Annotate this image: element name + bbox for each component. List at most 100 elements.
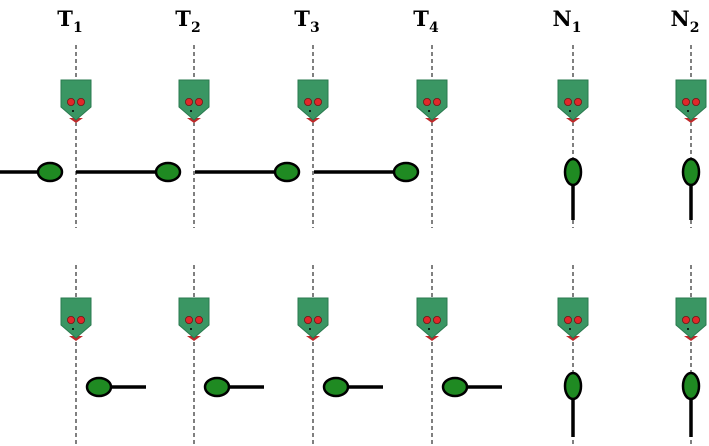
head-eye-right (574, 98, 583, 107)
head-eye-right (313, 315, 322, 324)
head-eye-left (67, 315, 76, 324)
head-eye-left (422, 98, 431, 107)
head (178, 79, 210, 123)
head (557, 79, 589, 123)
head-mark (687, 110, 689, 112)
head-body (297, 79, 329, 121)
ball (36, 161, 64, 183)
head-eye-left (682, 98, 691, 107)
head-body (60, 297, 92, 339)
column-label-letter: T (57, 6, 73, 31)
ball-sticks (0, 157, 701, 437)
head-eye-left (564, 98, 573, 107)
head-body (675, 79, 707, 121)
head-eye-right (432, 315, 441, 324)
head-body (557, 79, 589, 121)
column-label-t1: T1 (57, 6, 82, 36)
head (60, 297, 92, 341)
ball-stick-horizontal (322, 376, 383, 398)
column-label-t4: T4 (413, 6, 439, 36)
ball-stick-horizontal (0, 161, 64, 183)
column-label-t3: T3 (294, 6, 319, 36)
ball (273, 161, 301, 183)
head-body (297, 297, 329, 339)
ball (392, 161, 420, 183)
column-label-subscript: 3 (310, 20, 320, 36)
head-eye-left (67, 98, 76, 107)
head-eye-right (432, 98, 441, 107)
column-label-letter: T (294, 6, 310, 31)
column-label-letter: N (671, 6, 690, 31)
column-label-letter: N (553, 6, 572, 31)
head (178, 297, 210, 341)
head-body (178, 297, 210, 339)
head-eye-right (77, 98, 86, 107)
ball-stick-horizontal (314, 161, 420, 183)
ball-stick-horizontal (203, 376, 264, 398)
head (557, 297, 589, 341)
head-mark (190, 110, 192, 112)
ball-stick-vertical (681, 157, 701, 220)
ball-stick-horizontal (76, 161, 182, 183)
head-eye-left (303, 98, 312, 107)
head-eye-right (194, 98, 203, 107)
head (416, 297, 448, 341)
ball-stick-horizontal (85, 376, 146, 398)
head-mark (428, 328, 430, 330)
ball (85, 376, 113, 398)
ball (563, 157, 583, 187)
guide-lines (75, 45, 692, 446)
head (60, 79, 92, 123)
head-mark (190, 328, 192, 330)
ball-stick-horizontal (195, 161, 301, 183)
head (297, 297, 329, 341)
ball (681, 371, 701, 401)
head-eye-right (574, 315, 583, 324)
ball (154, 161, 182, 183)
ball-stick-horizontal (441, 376, 502, 398)
head-body (60, 79, 92, 121)
column-label-subscript: 4 (429, 20, 439, 36)
head-body (416, 79, 448, 121)
column-label-subscript: 1 (572, 20, 582, 36)
head-mark (687, 328, 689, 330)
head-mark (428, 110, 430, 112)
head-eye-left (184, 315, 193, 324)
head-eye-right (692, 98, 701, 107)
ball-stick-vertical (563, 371, 583, 437)
head-eye-left (682, 315, 691, 324)
head-mark (569, 110, 571, 112)
ball (563, 371, 583, 401)
head-mark (309, 110, 311, 112)
head-eye-right (77, 315, 86, 324)
head-body (557, 297, 589, 339)
column-label-n1: N1 (553, 6, 582, 36)
ball-stick-vertical (563, 157, 583, 220)
head-eye-left (422, 315, 431, 324)
ball (681, 157, 701, 187)
head-eye-right (194, 315, 203, 324)
column-label-t2: T2 (175, 6, 200, 36)
head-mark (72, 110, 74, 112)
column-label-subscript: 2 (690, 20, 700, 36)
ball (203, 376, 231, 398)
ball-stick-vertical (681, 371, 701, 437)
column-label-subscript: 2 (191, 20, 201, 36)
column-label-letter: T (413, 6, 429, 31)
column-label-subscript: 1 (73, 20, 83, 36)
head (416, 79, 448, 123)
head-body (416, 297, 448, 339)
head-eye-left (303, 315, 312, 324)
head (675, 79, 707, 123)
head-eye-right (692, 315, 701, 324)
head-eye-left (564, 315, 573, 324)
ball (441, 376, 469, 398)
head (297, 79, 329, 123)
head-mark (309, 328, 311, 330)
column-label-n2: N2 (671, 6, 700, 36)
head-mark (569, 328, 571, 330)
head (675, 297, 707, 341)
head-mark (72, 328, 74, 330)
